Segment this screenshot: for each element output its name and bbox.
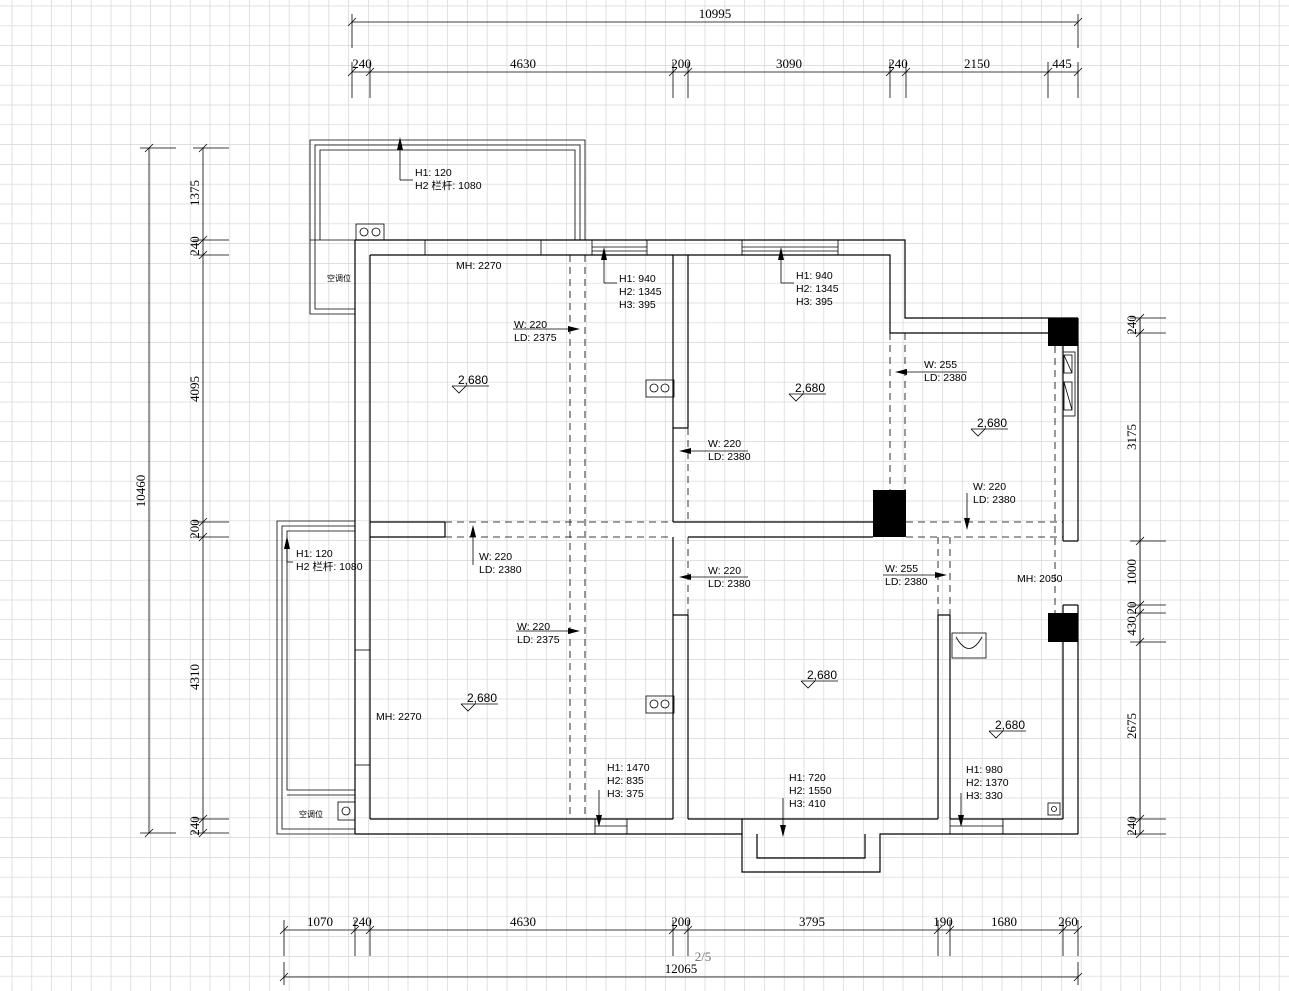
balcony-top-h1: H1: 120 — [415, 167, 452, 179]
dim-bottom-seg-7: 1680 — [991, 914, 1017, 929]
mh-top: MH: 2270 — [456, 260, 502, 272]
dim-right-seg-2: 3175 — [1124, 424, 1139, 450]
dim-bottom-seg-5: 3795 — [799, 914, 825, 929]
balcony-left-h1: H1: 120 — [296, 548, 333, 560]
leaders — [286, 142, 968, 835]
ceiling-level-2: 2,680 — [795, 381, 825, 395]
ac-position-top: 空调位 — [327, 273, 351, 283]
ceiling-level-1: 2,680 — [458, 373, 488, 387]
win-tr-h2: H2: 1345 — [796, 283, 839, 295]
ceiling-level-6: 2,680 — [995, 718, 1025, 732]
door6-w: W: 220 — [708, 565, 741, 577]
win-bc-h3: H3: 410 — [789, 798, 826, 810]
dim-top-seg-1: 240 — [352, 56, 372, 71]
door7-w: W: 255 — [885, 563, 918, 575]
dimension-lines — [140, 14, 1166, 985]
door2-ld: LD: 2380 — [924, 372, 967, 384]
ceiling-level-4: 2,680 — [467, 691, 497, 705]
dim-left-seg-6: 240 — [187, 816, 202, 836]
balcony-left-h2: H2 栏杆: 1080 — [296, 560, 363, 573]
ceiling-level-5: 2,680 — [807, 668, 837, 682]
arrows — [284, 137, 970, 837]
door4-ld: LD: 2380 — [973, 494, 1016, 506]
door3-w: W: 220 — [708, 438, 741, 450]
win-tl-h2: H2: 1345 — [619, 286, 662, 298]
ac-position-bottom: 空调位 — [299, 809, 323, 819]
door4-w: W: 220 — [973, 481, 1006, 493]
dim-right-seg-7: 240 — [1124, 816, 1139, 836]
dim-bottom-seg-8: 260 — [1058, 914, 1078, 929]
door5-ld: LD: 2380 — [479, 564, 522, 576]
win-tr-h3: H3: 395 — [796, 296, 833, 308]
win-tr-h1: H1: 940 — [796, 270, 833, 282]
win-bl-h1: H1: 1470 — [607, 762, 650, 774]
dim-top-seg-4: 3090 — [776, 56, 802, 71]
dim-top-total: 10995 — [699, 6, 732, 21]
dim-right-seg-3: 1000 — [1124, 559, 1139, 585]
door8-ld: LD: 2375 — [517, 634, 560, 646]
ceiling-level-3: 2,680 — [977, 416, 1007, 430]
beam-dashes — [445, 255, 1063, 819]
top-balcony — [309, 139, 586, 315]
door3-ld: LD: 2380 — [708, 451, 751, 463]
dim-left-seg-4: 200 — [187, 519, 202, 539]
door8-w: W: 220 — [517, 621, 550, 633]
windows — [591, 239, 1004, 835]
win-bc-h1: H1: 720 — [789, 772, 826, 784]
dim-left-seg-5: 4310 — [187, 664, 202, 690]
structural-columns — [873, 318, 1078, 642]
win-bl-h3: H3: 375 — [607, 788, 644, 800]
dim-top-seg-5: 240 — [888, 56, 908, 71]
dim-bottom-total: 12065 — [665, 961, 698, 976]
mh-left: MH: 2270 — [376, 711, 422, 723]
dim-top-seg-2: 4630 — [510, 56, 536, 71]
dim-bottom-seg-6: 190 — [933, 914, 953, 929]
dim-left-seg-1: 1375 — [187, 180, 202, 206]
dim-bottom-seg-1: 1070 — [307, 914, 333, 929]
win-tl-h1: H1: 940 — [619, 273, 656, 285]
page-indicator: 2/5 — [695, 949, 712, 964]
dim-top-seg-7: 445 — [1052, 56, 1072, 71]
win-br-h2: H2: 1370 — [966, 777, 1009, 789]
dim-top-seg-6: 2150 — [964, 56, 990, 71]
dim-bottom-seg-2: 240 — [352, 914, 372, 929]
door5-w: W: 220 — [479, 551, 512, 563]
win-bc-h2: H2: 1550 — [789, 785, 832, 797]
dim-left-total: 10460 — [133, 475, 148, 508]
door7-ld: LD: 2380 — [885, 576, 928, 588]
dim-bottom-seg-3: 4630 — [510, 914, 536, 929]
win-bl-h2: H2: 835 — [607, 775, 644, 787]
dim-left-seg-3: 4095 — [187, 376, 202, 402]
dim-right-seg-5: 430 — [1124, 616, 1139, 636]
door1-w: W: 220 — [514, 319, 547, 331]
ceiling-level-markers — [451, 385, 1026, 739]
door1-ld: LD: 2375 — [514, 332, 557, 344]
dim-right-seg-4: 20 — [1124, 602, 1139, 615]
dim-top-seg-3: 200 — [671, 56, 691, 71]
left-balcony — [276, 520, 370, 835]
door2-w: W: 255 — [924, 359, 957, 371]
win-tl-h3: H3: 395 — [619, 299, 656, 311]
fixtures — [645, 354, 1073, 816]
mh-right: MH: 2050 — [1017, 573, 1063, 585]
dim-right-seg-6: 2675 — [1124, 713, 1139, 739]
win-br-h1: H1: 980 — [966, 764, 1003, 776]
win-br-h3: H3: 330 — [966, 790, 1003, 802]
door6-ld: LD: 2380 — [708, 578, 751, 590]
dim-bottom-seg-4: 200 — [671, 914, 691, 929]
balcony-top-h2: H2 栏杆: 1080 — [415, 179, 482, 192]
dim-left-seg-2: 240 — [187, 236, 202, 256]
dim-right-seg-1: 240 — [1124, 315, 1139, 335]
